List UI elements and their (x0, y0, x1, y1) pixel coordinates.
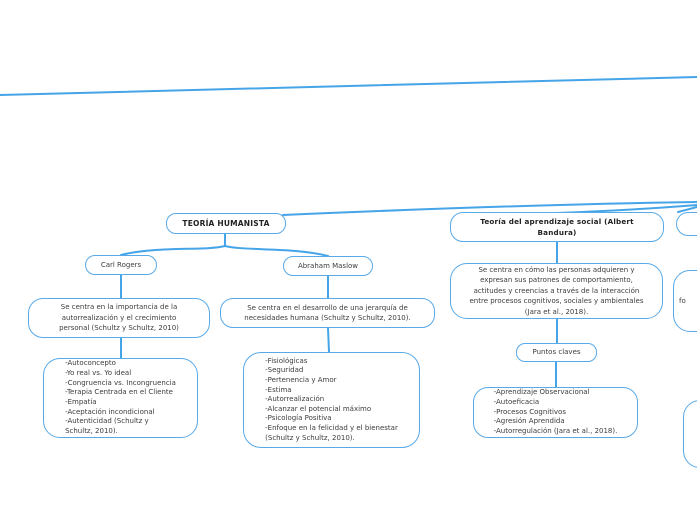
node-partial-right-bottom[interactable] (683, 400, 697, 468)
node-rogers-key-points-text: -Autoconcepto -Yo real vs. Yo ideal -Con… (65, 359, 176, 435)
node-bandura-key-points-text: -Aprendizaje Observacional -Autoeficacia… (493, 388, 618, 435)
node-bandura-description-text: Se centra en cómo las personas adquieren… (469, 265, 644, 316)
node-abraham-maslow[interactable]: Abraham Maslow (283, 256, 373, 276)
node-bandura-title-label: Teoría del aprendizaje social (Albert Ba… (480, 216, 634, 237)
branch-line-offscreen-left (0, 76, 697, 96)
node-bandura-key-points[interactable]: -Aprendizaje Observacional -Autoeficacia… (473, 387, 638, 438)
node-maslow-description-text: Se centra en el desarrollo de una jerarq… (244, 303, 411, 323)
stem-maslow-list (327, 327, 330, 353)
node-rogers-key-points[interactable]: -Autoconcepto -Yo real vs. Yo ideal -Con… (43, 358, 198, 438)
node-carl-rogers-label: Carl Rogers (100, 260, 142, 269)
node-rogers-description-text: Se centra en la importancia de la autorr… (59, 303, 179, 333)
node-partial-right-top[interactable]: T (676, 212, 697, 236)
node-partial-right-top-label: T (688, 219, 697, 230)
node-bandura-description[interactable]: Se centra en cómo las personas adquieren… (450, 263, 663, 319)
fork-left-to-rogers (120, 245, 226, 256)
node-partial-right-middle-label: fo (679, 296, 686, 305)
fork-right-to-maslow (224, 245, 329, 257)
branch-line-teoria-humanista (282, 201, 697, 216)
node-partial-right-middle[interactable]: fo (673, 270, 697, 332)
node-maslow-description[interactable]: Se centra en el desarrollo de una jerarq… (220, 298, 435, 328)
node-bandura-title[interactable]: Teoría del aprendizaje social (Albert Ba… (450, 212, 664, 242)
node-puntos-claves-label: Puntos claves (532, 348, 581, 357)
branch-line-partial-right (677, 206, 697, 213)
node-abraham-maslow-label: Abraham Maslow (297, 261, 359, 270)
node-puntos-claves[interactable]: Puntos claves (516, 343, 597, 362)
node-maslow-key-points-text: -Fisiológicas -Seguridad -Pertenencia y … (265, 356, 398, 442)
node-teoria-humanista-label: TEORÍA HUMANISTA (182, 218, 270, 228)
node-carl-rogers[interactable]: Carl Rogers (85, 255, 157, 275)
node-maslow-key-points[interactable]: -Fisiológicas -Seguridad -Pertenencia y … (243, 352, 420, 448)
node-teoria-humanista[interactable]: TEORÍA HUMANISTA (166, 213, 286, 234)
node-rogers-description[interactable]: Se centra en la importancia de la autorr… (28, 298, 210, 338)
